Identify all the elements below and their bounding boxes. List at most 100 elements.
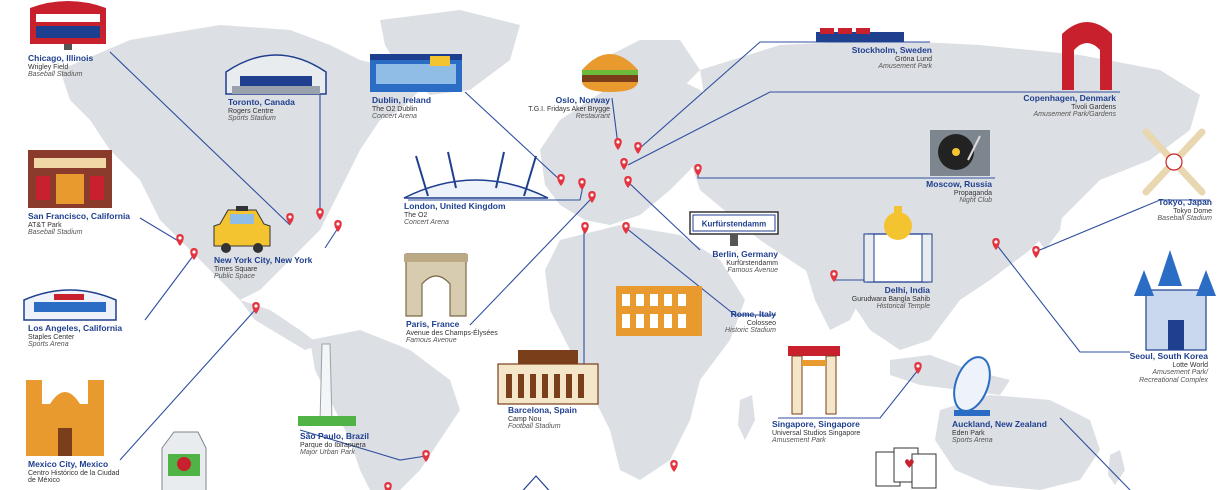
- location-label-moscow[interactable]: Moscow, Russia Propaganda Night Club: [880, 179, 992, 205]
- map-pin[interactable]: [286, 213, 294, 225]
- venue-category: Concert Arena: [372, 113, 417, 121]
- city-name: Dublin, Ireland: [372, 95, 432, 105]
- map-pin[interactable]: [190, 248, 198, 260]
- map-pin[interactable]: [622, 222, 630, 234]
- juice-carton-icon: [161, 431, 207, 490]
- location-label-berlin[interactable]: Berlin, Germany Kurfürstendamm Famous Av…: [690, 249, 778, 275]
- map-pin[interactable]: [316, 208, 324, 220]
- city-name: Chicago, Illinois: [28, 53, 94, 63]
- map-pin[interactable]: [1032, 246, 1040, 258]
- leader-line-saopaulo: [299, 429, 427, 461]
- location-label-stockholm[interactable]: Stockholm, Sweden Gröna Lund Amusement P…: [812, 45, 932, 71]
- location-label-auckland[interactable]: Auckland, New Zealand Eden Park Sports A…: [952, 419, 1047, 445]
- europe-landmass: [540, 70, 720, 225]
- location-label-paris[interactable]: Paris, France Avenue des Champs-Élysées …: [406, 319, 498, 345]
- venue-category: Amusement Park/ Recreational Complex: [1139, 369, 1208, 385]
- venue-category: Famous Avenue: [406, 337, 457, 345]
- map-pin[interactable]: [557, 174, 565, 186]
- city-name: Toronto, Canada: [228, 97, 295, 107]
- venue-name: Camp Nou: [508, 415, 542, 423]
- venue-category: Public Space: [214, 273, 255, 281]
- leader-line-losangeles: [144, 255, 194, 321]
- location-label-saopaulo[interactable]: São Paulo, Brazil Parque do Ibirapuera M…: [300, 431, 369, 457]
- arc-de-triomphe-icon: [404, 253, 468, 317]
- taxi-icon: [213, 206, 271, 253]
- wrigley-field-sign-icon: [30, 1, 106, 50]
- map-pin[interactable]: [694, 164, 702, 176]
- location-label-chicago[interactable]: Chicago, Illinois Wrigley Field Baseball…: [28, 53, 94, 79]
- turntable-icon: [930, 130, 990, 176]
- location-label-delhi[interactable]: Delhi, India Gurudwara Bangla Sahib Hist…: [820, 285, 930, 311]
- map-pin[interactable]: [252, 302, 260, 314]
- venue-name: Tivoli Gardens: [1071, 103, 1116, 111]
- venue-category: Football Stadium: [508, 423, 561, 431]
- venue-name: Gröna Lund: [895, 55, 932, 63]
- location-label-barcelona[interactable]: Barcelona, Spain Camp Nou Football Stadi…: [508, 405, 577, 431]
- venue-category: Amusement Park: [878, 63, 932, 71]
- city-name: Los Angeles, California: [28, 323, 123, 333]
- location-label-singapore[interactable]: Singapore, Singapore Universal Studios S…: [772, 419, 860, 445]
- location-label-tokyo[interactable]: Tokyo, Japan Tokyo Dome Baseball Stadium: [1120, 197, 1212, 223]
- map-pin[interactable]: [830, 270, 838, 282]
- japan-landmass: [1035, 185, 1065, 250]
- city-name: Stockholm, Sweden: [851, 45, 932, 55]
- city-name: Auckland, New Zealand: [952, 419, 1047, 429]
- city-name: Paris, France: [406, 319, 460, 329]
- madagascar-landmass: [738, 395, 755, 440]
- map-pin[interactable]: [620, 158, 628, 170]
- venue-name: Rogers Centre: [228, 107, 274, 115]
- city-name: Mexico City, Mexico: [28, 459, 109, 469]
- location-label-rome[interactable]: Rome, Italy Colosseo Historic Stadium: [700, 309, 776, 335]
- leader-line-copenhagen: [627, 91, 1120, 166]
- leader-line-london: [408, 185, 584, 201]
- city-name: London, United Kingdom: [404, 201, 506, 211]
- location-label-toronto[interactable]: Toronto, Canada Rogers Centre Sports Sta…: [228, 97, 295, 123]
- city-name: Copenhagen, Denmark: [1023, 93, 1116, 103]
- indonesia-landmass: [890, 355, 1010, 395]
- venue-name: AT&T Park: [28, 221, 62, 229]
- location-label-mexicocity[interactable]: Mexico City, Mexico Centro Histórico de …: [28, 459, 124, 485]
- north-america-landmass: [60, 25, 420, 300]
- location-label-newyork[interactable]: New York City, New York Times Square Pub…: [214, 255, 312, 281]
- cathedral-icon: [26, 380, 104, 456]
- map-pin[interactable]: [914, 362, 922, 374]
- location-label-losangeles[interactable]: Los Angeles, California Staples Center S…: [28, 323, 123, 349]
- map-pin[interactable]: [581, 222, 589, 234]
- street-sign-icon: Kurfürstendamm: [689, 211, 779, 246]
- map-pin[interactable]: [334, 220, 342, 232]
- temple-icon: [863, 206, 933, 283]
- location-label-dublin[interactable]: Dublin, Ireland The O2 Dublin Concert Ar…: [372, 95, 432, 121]
- map-pin[interactable]: [670, 460, 678, 472]
- map-pin[interactable]: [624, 176, 632, 188]
- venue-category: Historic Stadium: [725, 327, 776, 335]
- map-pin[interactable]: [422, 450, 430, 462]
- location-label-copenhagen[interactable]: Copenhagen, Denmark Tivoli Gardens Amuse…: [980, 93, 1116, 119]
- leader-line-mexicocity: [119, 309, 256, 461]
- venue-category: Sports Arena: [952, 437, 993, 445]
- location-label-oslo[interactable]: Oslo, Norway T.G.I. Fridays Aker Brygge …: [508, 95, 610, 121]
- venue-name: Eden Park: [952, 429, 985, 437]
- location-label-seoul[interactable]: Seoul, South Korea Lotte World Amusement…: [1080, 351, 1208, 385]
- australia-landmass: [935, 395, 1100, 490]
- location-label-london[interactable]: London, United Kingdom The O2 Concert Ar…: [404, 201, 506, 227]
- leader-line-auckland: [1059, 417, 1131, 490]
- map-pin[interactable]: [992, 238, 1000, 250]
- map-pin[interactable]: [384, 482, 392, 490]
- map-pin[interactable]: [588, 191, 596, 203]
- arena-icon: [23, 289, 117, 321]
- leader-line-singapore: [778, 369, 919, 419]
- map-pin[interactable]: [176, 234, 184, 246]
- india-landmass: [800, 250, 870, 330]
- venue-name: Propaganda: [953, 189, 992, 197]
- venue-name: Colosseo: [746, 319, 776, 327]
- location-label-sanfrancisco[interactable]: San Francisco, California AT&T Park Base…: [28, 211, 130, 237]
- castle-icon: [1134, 250, 1216, 351]
- map-pin[interactable]: [634, 142, 642, 154]
- map-pin[interactable]: [578, 178, 586, 190]
- venue-category: Night Club: [959, 197, 992, 205]
- city-name: Moscow, Russia: [926, 179, 992, 189]
- crossed-bats-icon: [1142, 128, 1206, 196]
- map-pin[interactable]: [614, 138, 622, 150]
